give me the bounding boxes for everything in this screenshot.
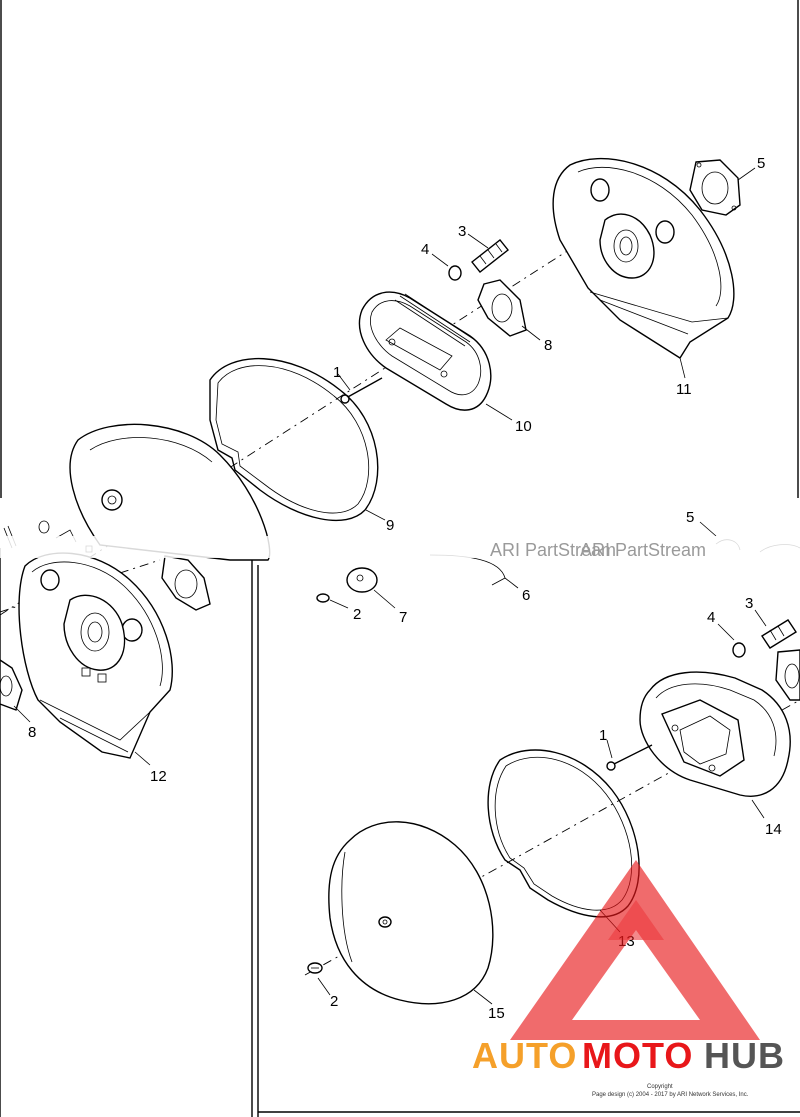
logo-inner-stripe-icon [608,900,664,940]
part-6-air-cleaner-cover [69,423,506,586]
copyright-line-2: Page design (c) 2004 - 2017 by ARI Netwo… [592,1092,749,1098]
callout-6-top: 6 [522,587,530,604]
part-3-breather-bolt [471,239,509,273]
part-15-round-cover [328,821,494,1005]
part-1-bolt-right [606,744,653,771]
copyright-line-1: Copyright [647,1084,673,1090]
logo-text-moto: MOTO [582,1035,693,1076]
logo-text-auto: AUTO [472,1035,577,1076]
top-assembly [0,157,741,616]
callout-2-right: 2 [330,993,338,1010]
left-gasket [161,555,211,611]
callout-4-right: 4 [707,609,715,626]
part-2-screw-right [307,962,323,974]
callout-10-top: 10 [515,418,532,435]
logo-text-hub: HUB [704,1035,785,1076]
callout-9-top: 9 [386,517,394,534]
right-assembly [304,539,800,1005]
callout-3-right: 3 [745,595,753,612]
part-9-seal-ring [209,357,379,522]
part-11-backplate [552,157,735,359]
automotohub-wordmark: AUTO MOTO HUB [472,1035,785,1076]
part-4-o-ring [448,265,462,281]
callout-5-top: 5 [757,155,765,172]
part-2-screw [316,593,330,603]
right-edge-gasket [775,649,800,701]
callout-4-top: 4 [421,241,429,258]
automotohub-logo [510,860,760,1040]
part-8-gasket-left [0,659,23,711]
left-assembly [0,520,211,759]
callout-1-top: 1 [333,364,341,381]
callout-3-top: 3 [458,223,466,240]
watermark-ari-right: ARI PartStream [580,540,706,560]
part-10-filter-element [358,291,492,411]
callout-7-top: 7 [399,609,407,626]
part-1-bolt [340,377,383,404]
part-5-gasket [689,159,741,216]
callout-11-top: 11 [676,381,692,398]
part-7-medallion [346,567,378,593]
part-3-stud-right [761,619,797,649]
callout-8-left: 8 [28,724,36,741]
copyright: Copyright Page design (c) 2004 - 2017 by… [592,1084,749,1098]
callout-2-top: 2 [353,606,361,623]
callout-8-top: 8 [544,337,552,354]
watermark-ari-center: ARI PartStream [490,540,616,560]
part-4-o-ring-right [732,642,746,658]
callout-1-right: 1 [599,727,607,744]
callout-5-right: 5 [686,509,694,526]
part-12-backplate [18,552,173,759]
callouts: 5 3 4 8 1 11 10 9 2 7 6 8 12 5 4 3 1 14 … [13,155,782,1022]
callout-15-right: 15 [488,1005,505,1022]
part-8-gasket [477,279,527,337]
watermark-band: ARI PartStream ARI PartStream [0,536,800,560]
logo-triangle-icon [510,860,760,1040]
callout-14-right: 14 [765,821,782,838]
callout-12-left: 12 [150,768,167,785]
part-14-filter-element [639,671,791,797]
